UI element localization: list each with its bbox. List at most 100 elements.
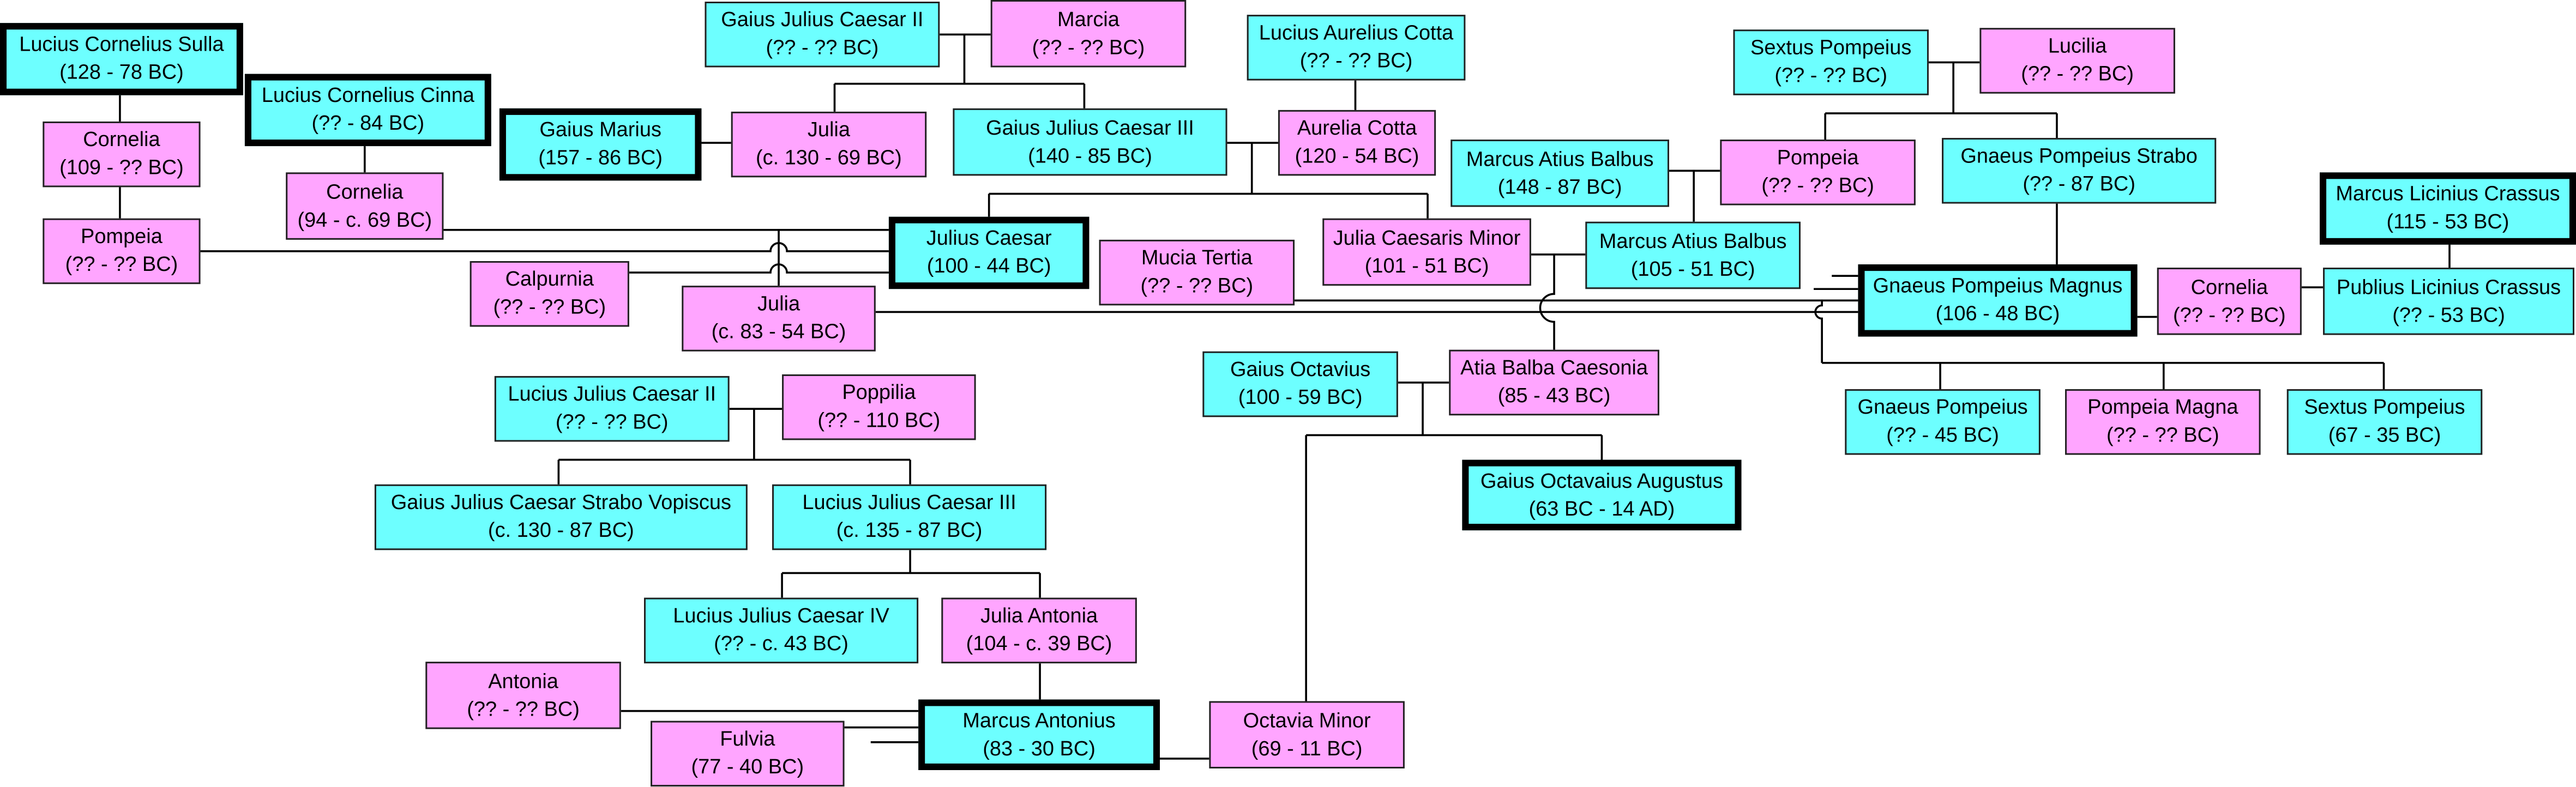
person-box-cornelia3[interactable]: Cornelia (?? - ?? BC) (2157, 268, 2302, 335)
person-box-octavius[interactable]: Gaius Octavius(100 - 59 BC) (1202, 351, 1398, 417)
person-dates: (?? - ?? BC) (1140, 274, 1254, 298)
person-name: Calpurnia (505, 268, 594, 291)
person-box-julia1[interactable]: Julia (c. 130 - 69 BC) (731, 111, 927, 178)
person-box-pompeia2[interactable]: Pompeia (?? - ?? BC) (1720, 140, 1916, 205)
person-name: Sextus Pompeius (2304, 396, 2465, 419)
person-name: Antonia (488, 669, 558, 692)
person-name: Gaius Octavaius Augustus (1480, 469, 1723, 492)
relationship-line (629, 263, 889, 274)
person-box-sextus1[interactable]: Sextus Pompeius(?? - ?? BC) (1733, 29, 1929, 95)
person-dates: (?? - 110 BC) (817, 409, 941, 432)
person-name: Gaius Julius Caesar II (721, 8, 924, 32)
person-dates: (106 - 48 BC) (1935, 302, 2060, 325)
person-dates: (101 - 51 BC) (1364, 253, 1489, 277)
person-box-jc[interactable]: Julius Caesar(100 - 44 BC) (888, 216, 1090, 289)
person-box-ljc3[interactable]: Lucius Julius Caesar III(c. 135 - 87 BC) (772, 484, 1047, 550)
person-dates: (67 - 35 BC) (2328, 423, 2441, 447)
person-dates: (c. 135 - 87 BC) (836, 519, 983, 542)
person-name: Julia (807, 118, 850, 142)
person-box-marcia[interactable]: Marcia (?? - ?? BC) (990, 0, 1187, 68)
person-dates: (c. 130 - 69 BC) (756, 146, 902, 169)
person-name: Lucilia (2048, 34, 2107, 58)
person-name: Publius Licinius Crassus (2336, 275, 2561, 298)
person-name: Gaius Julius Caesar Strabo Vopiscus (390, 491, 731, 514)
person-name: Lucius Aurelius Cotta (1259, 21, 1454, 45)
person-dates: (?? - ?? BC) (2172, 302, 2286, 326)
person-dates: (104 - c. 39 BC) (966, 632, 1112, 656)
person-name: Marcus Licinius Crassus (2336, 182, 2560, 205)
person-box-pmagna[interactable]: Pompeia Magna(?? - ?? BC) (2065, 389, 2261, 455)
person-box-ljc4[interactable]: Lucius Julius Caesar IV(?? - c. 43 BC) (644, 597, 919, 664)
person-box-ljc2[interactable]: Lucius Julius Caesar II(?? - ?? BC) (494, 376, 730, 442)
person-box-julia2[interactable]: Julia(c. 83 - 54 BC) (682, 286, 876, 352)
person-box-poppilia[interactable]: Poppilia (?? - 110 BC) (782, 374, 976, 440)
person-dates: (120 - 54 BC) (1295, 144, 1419, 168)
person-box-jcm[interactable]: Julia Caesaris Minor(101 - 51 BC) (1322, 218, 1531, 286)
person-box-calpurnia[interactable]: Calpurnia(?? - ?? BC) (470, 261, 629, 327)
person-dates: (94 - c. 69 BC) (297, 208, 432, 231)
relationship-line (1539, 254, 1555, 350)
person-box-augustus[interactable]: Gaius Octavaius Augustus (63 BC - 14 AD) (1462, 459, 1742, 531)
person-name: Marcia (1057, 7, 1120, 31)
person-dates: (109 - ?? BC) (59, 156, 184, 179)
person-name: Pompeia (1777, 146, 1859, 169)
person-box-gnaeus[interactable]: Gnaeus Pompeius(?? - 45 BC) (1845, 389, 2041, 455)
person-box-mab1[interactable]: Marcus Atius Balbus(148 - 87 BC) (1450, 140, 1669, 207)
person-dates: (?? - ?? BC) (1761, 174, 1874, 197)
person-box-gjc2[interactable]: Gaius Julius Caesar II (?? - ?? BC) (705, 2, 940, 68)
person-box-juliaA[interactable]: Julia Antonia(104 - c. 39 BC) (941, 597, 1137, 664)
person-dates: (69 - 11 BC) (1251, 736, 1363, 760)
person-dates: (?? - ?? BC) (1299, 49, 1413, 72)
person-box-atia[interactable]: Atia Balba Caesonia (85 - 43 BC) (1449, 349, 1659, 416)
person-box-marius[interactable]: Gaius Marius(157 - 86 BC) (499, 108, 702, 181)
person-box-gjc3[interactable]: Gaius Julius Caesar III(140 - 85 BC) (953, 108, 1227, 176)
person-box-cotta[interactable]: Lucius Aurelius Cotta (?? - ?? BC) (1247, 15, 1466, 81)
person-name: Atia Balba Caesonia (1460, 356, 1648, 379)
person-dates: (128 - 78 BC) (59, 60, 184, 84)
relationship-line (1814, 300, 1823, 363)
person-dates: (?? - 45 BC) (1886, 423, 1999, 447)
person-name: Lucius Cornelius Sulla (19, 33, 224, 56)
person-name: Marcus Atius Balbus (1599, 229, 1787, 252)
person-dates: (85 - 43 BC) (1497, 384, 1611, 408)
person-name: Cornelia (2190, 275, 2268, 298)
person-box-mab2[interactable]: Marcus Atius Balbus(105 - 51 BC) (1585, 221, 1801, 289)
person-dates: (?? - ?? BC) (1032, 35, 1145, 58)
person-name: Julia (757, 292, 801, 316)
person-name: Gaius Julius Caesar III (986, 116, 1194, 139)
person-box-lucilia[interactable]: Lucilia(?? - ?? BC) (1979, 28, 2175, 94)
person-box-octavia[interactable]: Octavia Minor(69 - 11 BC) (1209, 701, 1405, 768)
person-dates: (63 BC - 14 AD) (1528, 497, 1675, 520)
person-name: Lucius Cornelius Cinna (261, 83, 474, 107)
person-dates: (83 - 30 BC) (983, 736, 1096, 760)
person-name: Aurelia Cotta (1297, 116, 1417, 140)
person-name: Fulvia (720, 727, 775, 750)
person-box-sulla[interactable]: Lucius Cornelius Sulla (128 - 78 BC) (0, 23, 243, 95)
person-box-aurelia[interactable]: Aurelia Cotta (120 - 54 BC) (1278, 110, 1436, 176)
person-box-crassus[interactable]: Marcus Licinius Crassus(115 - 53 BC) (2320, 172, 2576, 245)
person-box-antonius[interactable]: Marcus Antonius(83 - 30 BC) (918, 699, 1160, 770)
person-name: Gnaeus Pompeius Magnus (1873, 274, 2123, 298)
person-box-publius[interactable]: Publius Licinius Crassus (?? - 53 BC) (2323, 268, 2574, 335)
person-name: Pompeia (81, 225, 162, 248)
person-box-sextus2[interactable]: Sextus Pompeius (67 - 35 BC) (2286, 389, 2483, 455)
person-dates: (?? - ?? BC) (766, 36, 879, 59)
person-box-mucia[interactable]: Mucia Tertia (?? - ?? BC) (1099, 239, 1295, 306)
person-dates: (148 - 87 BC) (1497, 174, 1622, 198)
person-box-cornelia1[interactable]: Cornelia(109 - ?? BC) (43, 121, 201, 187)
person-dates: (?? - 84 BC) (311, 111, 425, 135)
person-box-pompeia1[interactable]: Pompeia(?? - ?? BC) (43, 218, 201, 284)
person-name: Poppilia (842, 380, 916, 404)
person-box-fulvia[interactable]: Fulvia(77 - 40 BC) (651, 721, 845, 787)
person-box-strabo[interactable]: Gnaeus Pompeius Strabo(?? - 87 BC) (1942, 138, 2217, 204)
person-dates: (100 - 44 BC) (926, 254, 1051, 278)
person-box-cinna[interactable]: Lucius Cornelius Cinna (?? - 84 BC) (244, 74, 491, 147)
person-dates: (?? - 53 BC) (2392, 302, 2505, 326)
person-box-antonia[interactable]: Antonia(?? - ?? BC) (425, 662, 621, 729)
person-box-gjcsv[interactable]: Gaius Julius Caesar Strabo Vopiscus(c. 1… (374, 484, 748, 550)
person-box-gpm[interactable]: Gnaeus Pompeius Magnus (106 - 48 BC) (1858, 264, 2138, 337)
person-name: Mucia Tertia (1141, 246, 1253, 270)
person-box-cornelia2[interactable]: Cornelia(94 - c. 69 BC) (286, 172, 444, 240)
